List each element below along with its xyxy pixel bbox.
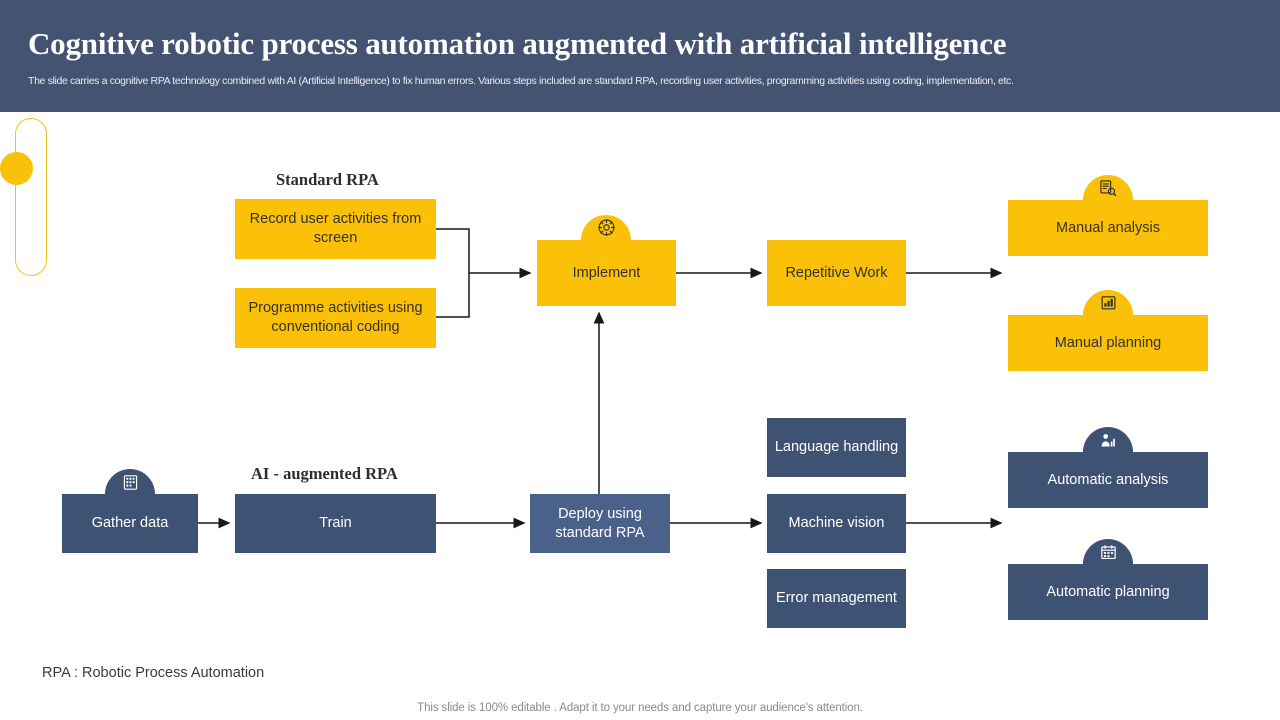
- node-repetitive-work[interactable]: Repetitive Work: [767, 240, 906, 306]
- automatic-planning-badge: [1083, 539, 1133, 564]
- footnote-abbreviation: RPA : Robotic Process Automation: [42, 665, 265, 681]
- calendar-plan-icon: [1100, 545, 1116, 560]
- server-rack-icon: [123, 475, 137, 490]
- section-title-ai-augmented-rpa: AI - augmented RPA: [251, 464, 398, 483]
- page-subtitle: The slide carries a cognitive RPA techno…: [28, 75, 1014, 87]
- gather-data-badge: [105, 469, 155, 494]
- footer-editable-note: This slide is 100% editable . Adapt it t…: [417, 702, 863, 714]
- gear-icon: [597, 219, 615, 236]
- node-manual-planning[interactable]: Manual planning: [1008, 315, 1208, 371]
- document-search-icon: [1100, 180, 1117, 197]
- node-implement[interactable]: Implement: [537, 240, 676, 306]
- decorative-circle: [0, 152, 33, 185]
- node-automatic-planning[interactable]: Automatic planning: [1008, 564, 1208, 620]
- analytics-person-icon: [1101, 434, 1115, 447]
- decorative-pill-outline: [15, 118, 47, 276]
- node-automatic-analysis[interactable]: Automatic analysis: [1008, 452, 1208, 508]
- slide-header: Cognitive robotic process automation aug…: [0, 0, 1280, 112]
- node-record-user-activities[interactable]: Record user activities from screen: [235, 199, 436, 259]
- page-title: Cognitive robotic process automation aug…: [28, 26, 1007, 61]
- section-title-standard-rpa: Standard RPA: [276, 170, 379, 189]
- implement-badge: [581, 215, 631, 240]
- node-machine-vision[interactable]: Machine vision: [767, 494, 906, 553]
- manual-planning-badge: [1083, 290, 1133, 315]
- node-language-handling[interactable]: Language handling: [767, 418, 906, 477]
- node-deploy-using-standard-rpa[interactable]: Deploy using standard RPA: [530, 494, 670, 553]
- node-gather-data[interactable]: Gather data: [62, 494, 198, 553]
- node-train[interactable]: Train: [235, 494, 436, 553]
- manual-analysis-badge: [1083, 175, 1133, 200]
- node-programme-activities[interactable]: Programme activities using conventional …: [235, 288, 436, 348]
- node-error-management[interactable]: Error management: [767, 569, 906, 628]
- node-manual-analysis[interactable]: Manual analysis: [1008, 200, 1208, 256]
- automatic-analysis-badge: [1083, 427, 1133, 452]
- chart-board-icon: [1101, 296, 1115, 310]
